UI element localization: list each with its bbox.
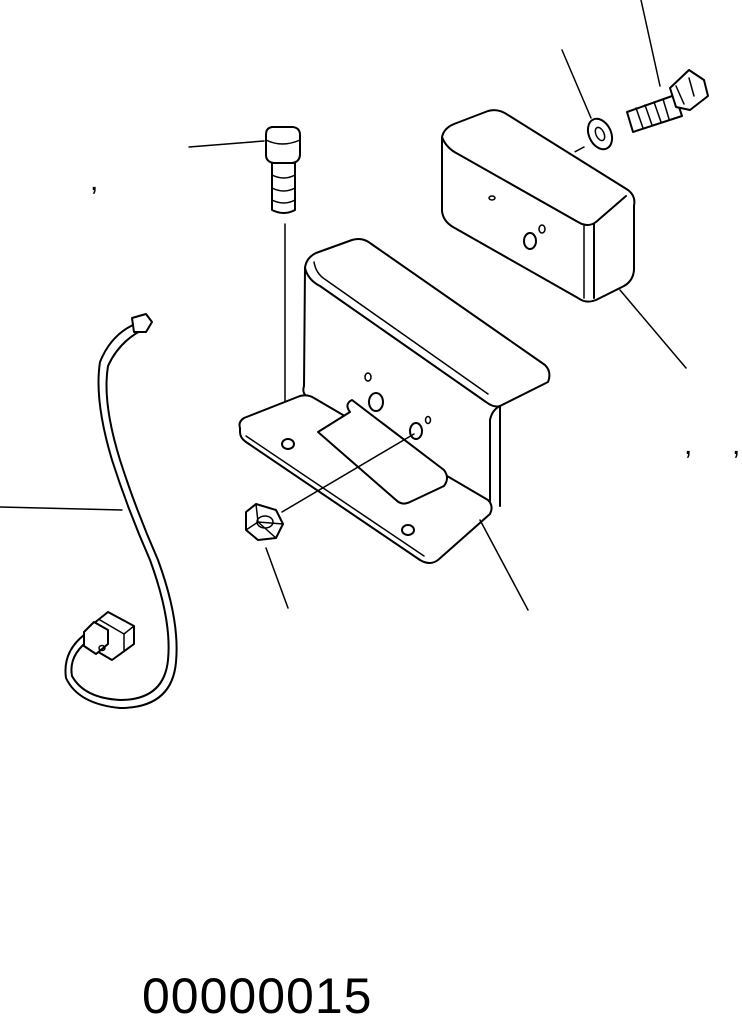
leader-line-bolt-vertical bbox=[188, 140, 265, 148]
washer bbox=[561, 49, 614, 151]
wire-harness bbox=[0, 313, 178, 709]
callout-mark-right-1: , bbox=[684, 428, 693, 461]
callout-mark-left: , bbox=[90, 164, 99, 197]
leader-line-hex-nut bbox=[265, 547, 289, 609]
bolt-top-right bbox=[626, 0, 709, 133]
leader-line-bracket bbox=[479, 519, 529, 611]
hex-nut bbox=[245, 503, 289, 609]
leader-line-bolt-top-right bbox=[640, 0, 661, 87]
bolt-vertical bbox=[188, 126, 301, 425]
mounting-bracket bbox=[238, 238, 551, 611]
axis-line-nut-to-bracket bbox=[281, 433, 415, 513]
leader-line-control-box bbox=[619, 289, 687, 369]
control-box bbox=[441, 109, 687, 369]
drawing-id-label: 00000015 bbox=[142, 968, 373, 1024]
leader-line-washer bbox=[561, 49, 592, 119]
callout-mark-right-2: , bbox=[732, 428, 741, 461]
leader-line-wire-harness bbox=[0, 506, 123, 511]
